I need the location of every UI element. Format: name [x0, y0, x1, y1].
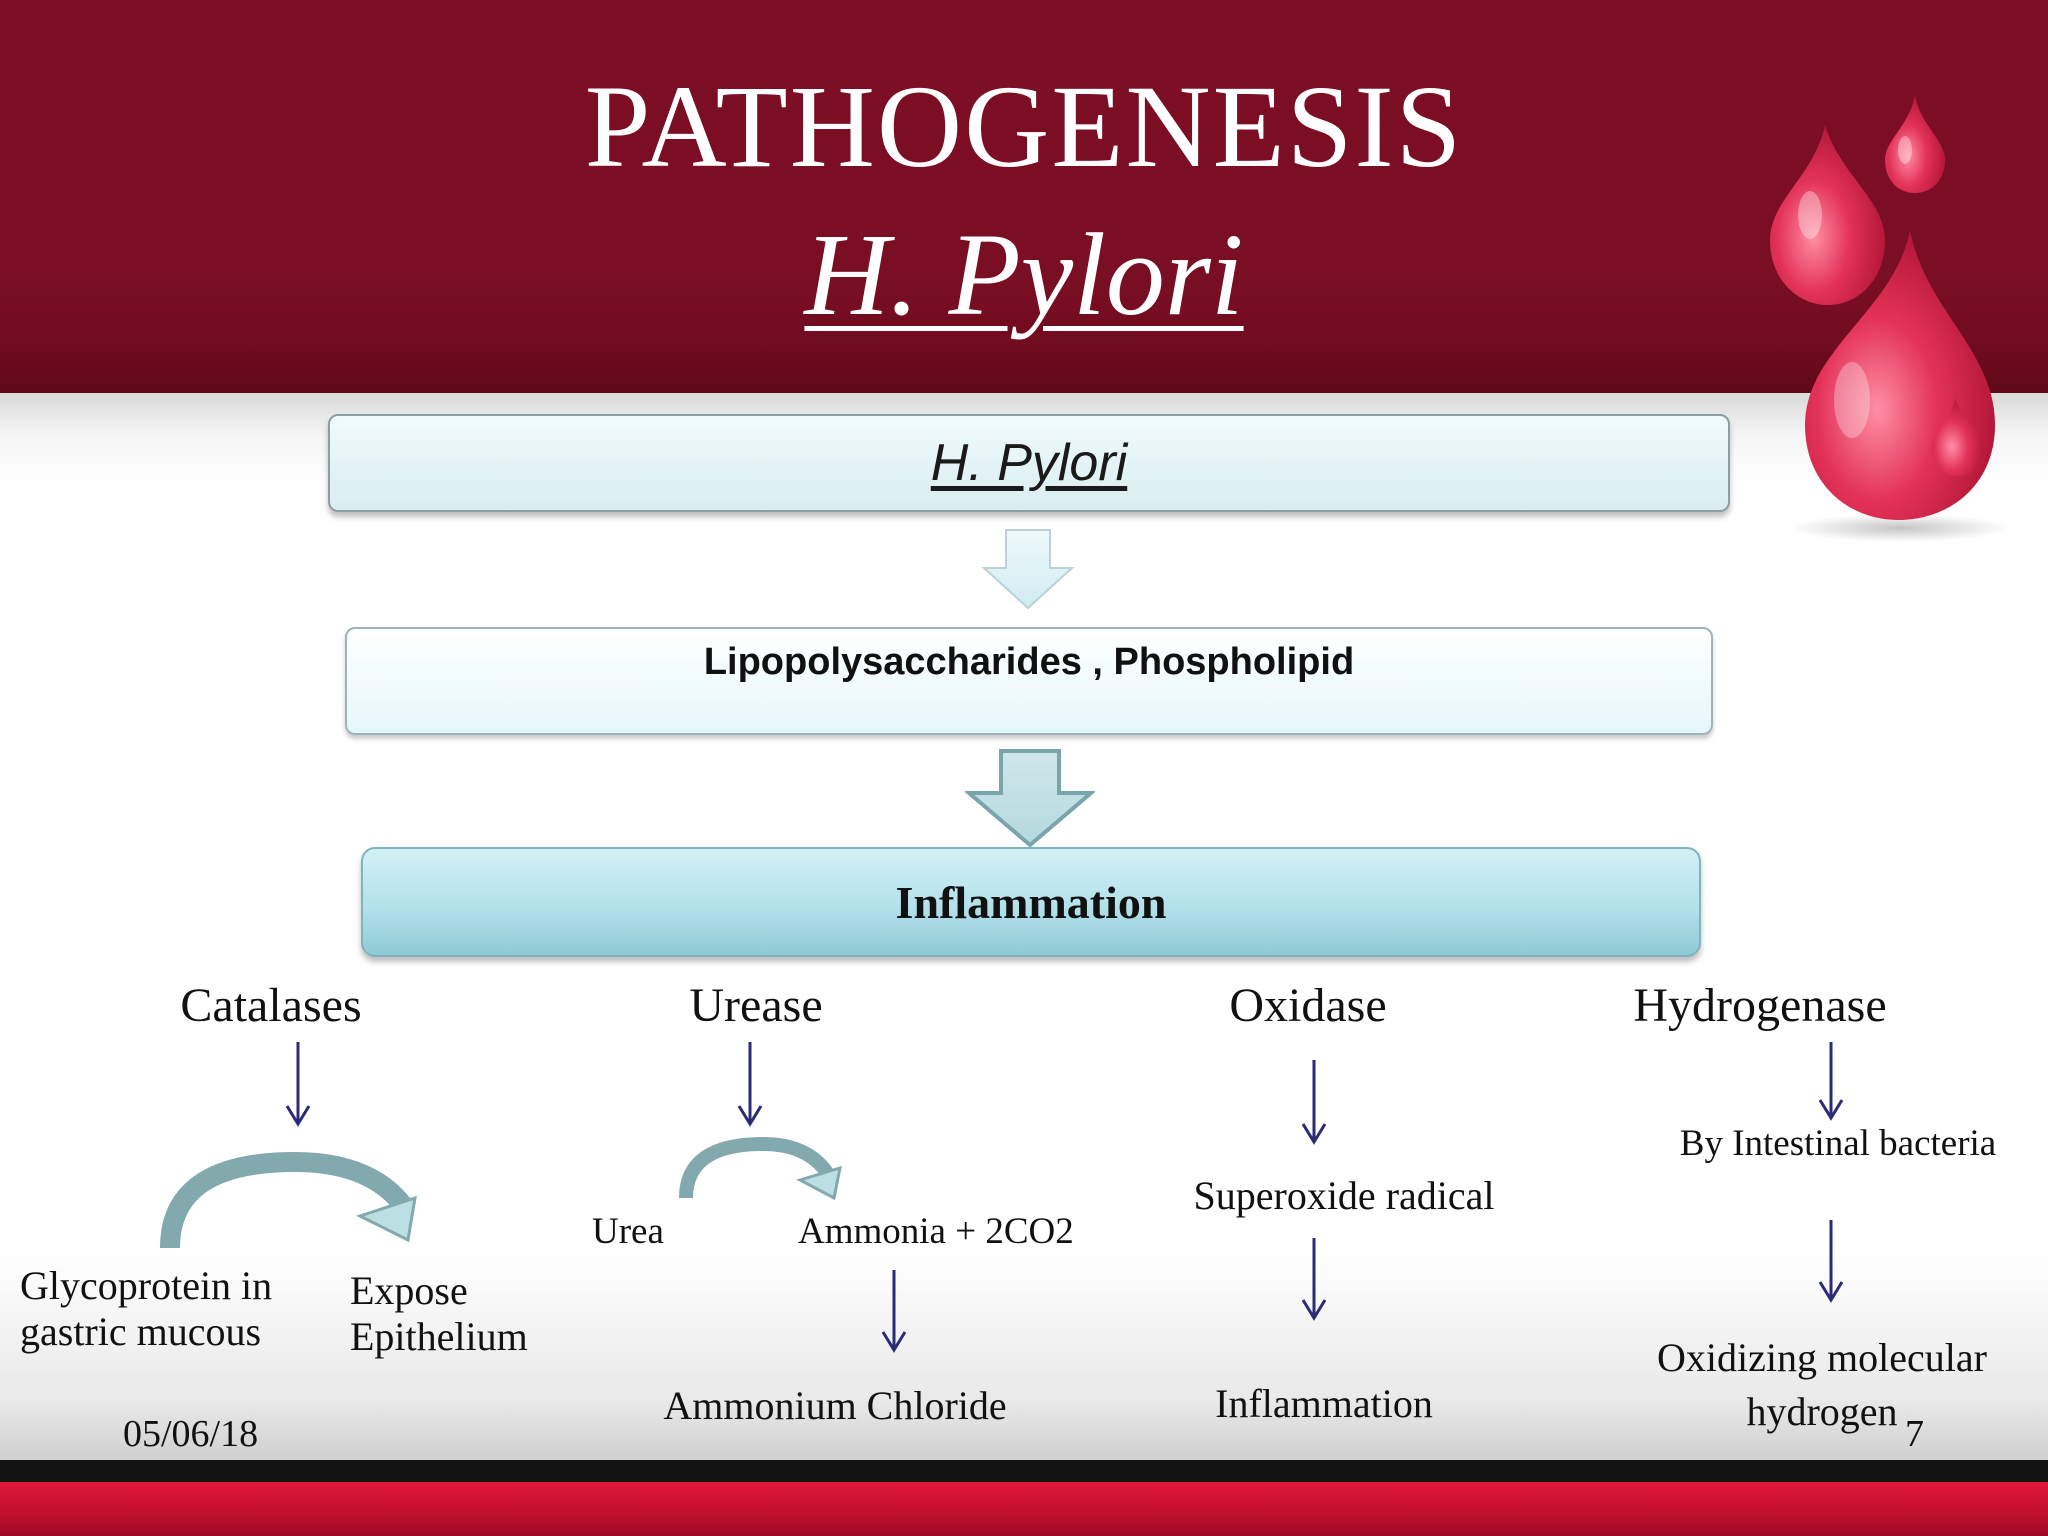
ammonium-chloride-label: Ammonium Chloride	[663, 1383, 1007, 1428]
footer-dark-stripe	[0, 1460, 2048, 1482]
down-arrow-icon	[881, 1270, 907, 1353]
down-block-arrow-icon	[981, 529, 1075, 610]
down-arrow-icon	[1818, 1042, 1844, 1121]
down-block-arrow-icon	[965, 749, 1095, 848]
hydrogenase-heading: Hydrogenase	[1633, 979, 1887, 1032]
down-arrow-icon	[737, 1042, 763, 1127]
down-arrow-icon	[1301, 1060, 1327, 1145]
oxidase-heading: Oxidase	[1229, 979, 1387, 1032]
footer-red-band	[0, 1482, 2048, 1536]
down-arrow-icon	[1301, 1238, 1327, 1321]
lipopolysaccharides-box: Lipopolysaccharides , Phospholipid	[345, 627, 1713, 735]
expose-label-line1: Expose	[350, 1268, 468, 1313]
inflammation-box: Inflammation	[361, 847, 1701, 957]
slide-title: PATHOGENESIS	[584, 61, 1464, 192]
header-band	[0, 0, 2048, 393]
down-arrow-icon	[1818, 1220, 1844, 1303]
slide-subtitle: H. Pylori	[804, 209, 1244, 340]
expose-label-line2: Epithelium	[350, 1314, 528, 1359]
curved-arrow-icon	[679, 1136, 842, 1201]
slide-date: 05/06/18	[123, 1413, 259, 1455]
oxidizing-label-line2: hydrogen	[1746, 1389, 1898, 1434]
intestinal-bacteria-label: By Intestinal bacteria	[1679, 1123, 1997, 1164]
oxidizing-label-line1: Oxidizing molecular	[1657, 1335, 1987, 1380]
ammonia-label: Ammonia + 2CO2	[798, 1211, 1074, 1252]
down-arrow-icon	[285, 1042, 311, 1127]
glycoprotein-label-line1: Glycoprotein in	[20, 1263, 273, 1308]
lipopolysaccharides-box-label: Lipopolysaccharides , Phospholipid	[703, 641, 1355, 683]
blood-drops-decoration	[1770, 95, 2010, 542]
curved-arrow-icon	[160, 1151, 417, 1249]
oxidase-inflammation-label: Inflammation	[1215, 1381, 1433, 1426]
urea-label: Urea	[592, 1211, 664, 1252]
urease-heading: Urease	[689, 979, 823, 1032]
superoxide-radical-label: Superoxide radical	[1193, 1173, 1495, 1218]
slide-number: 7	[1905, 1413, 1924, 1455]
glycoprotein-label-line2: gastric mucous	[20, 1309, 262, 1354]
h-pylori-box: H. Pylori	[328, 414, 1730, 512]
catalases-heading: Catalases	[180, 979, 362, 1032]
inflammation-box-label: Inflammation	[895, 876, 1167, 928]
h-pylori-box-label: H. Pylori	[930, 434, 1128, 492]
header-shade	[0, 340, 2048, 393]
